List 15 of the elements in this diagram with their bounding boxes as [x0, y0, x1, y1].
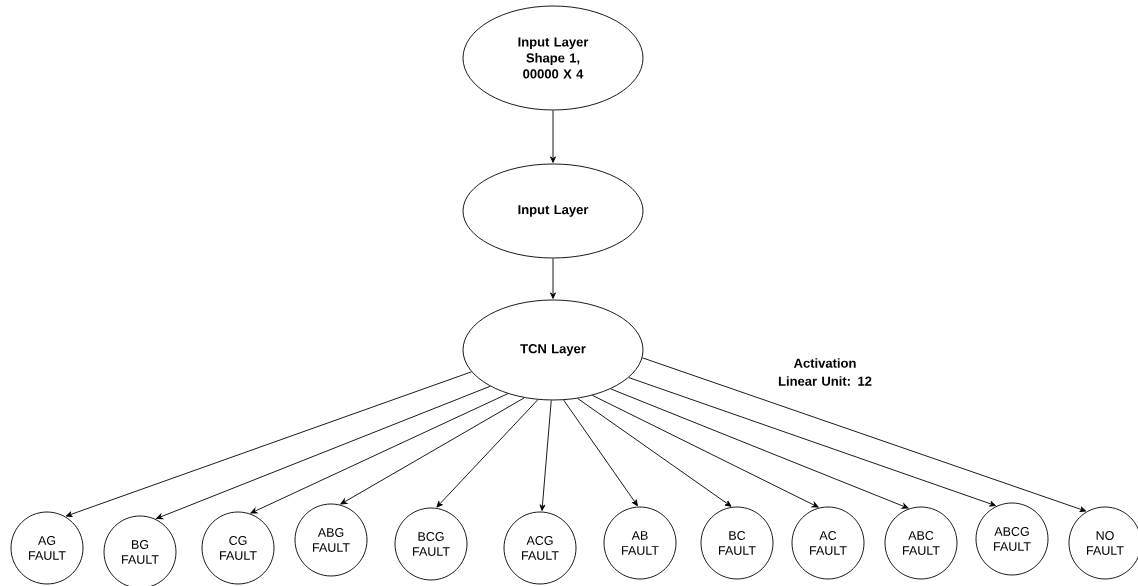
arrow — [563, 399, 638, 507]
arrow — [436, 399, 539, 508]
arrow — [592, 394, 819, 508]
arrow — [65, 371, 472, 517]
arrow — [641, 357, 1087, 512]
arrow — [577, 398, 732, 507]
annotation-text: Activation Linear Unit: 12 — [778, 358, 872, 386]
arrow — [550, 258, 556, 299]
arrow — [539, 400, 552, 511]
arrow — [250, 393, 509, 514]
arrow — [340, 397, 525, 505]
arrow — [156, 385, 491, 520]
arrow — [628, 377, 996, 507]
arrow — [610, 388, 909, 509]
arrow — [550, 110, 556, 163]
